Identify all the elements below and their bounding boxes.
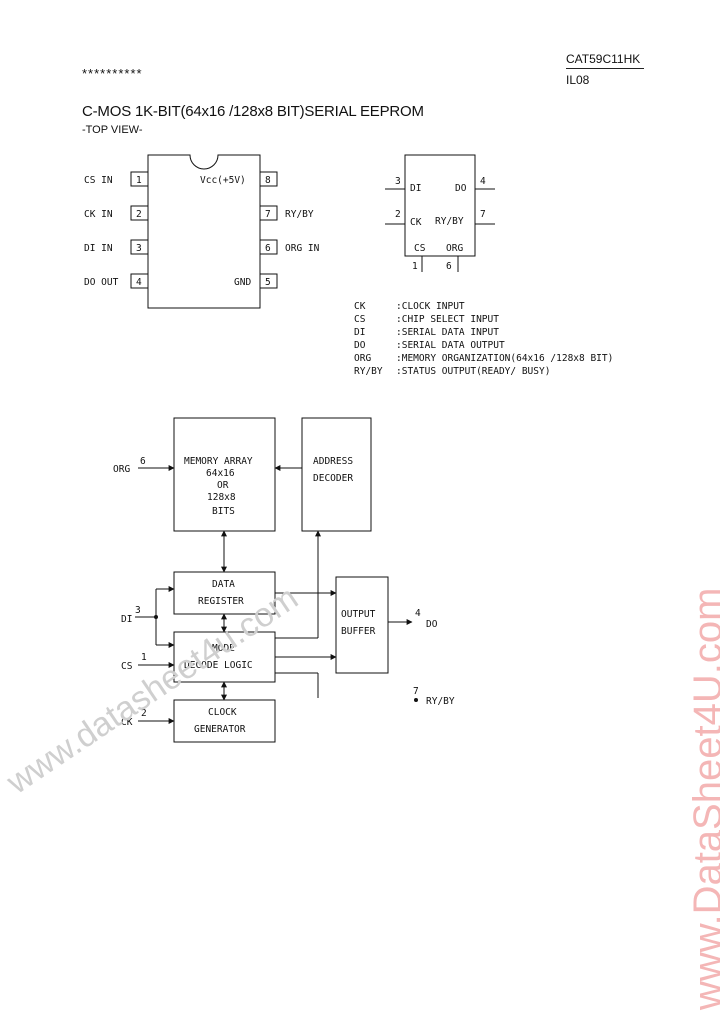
svg-text:ORG IN: ORG IN	[285, 243, 320, 254]
svg-text:OUTPUT: OUTPUT	[341, 609, 376, 620]
svg-text:RY/BY: RY/BY	[285, 209, 314, 220]
dip-right-pin-7: 7 RY/BY	[259, 205, 314, 221]
svg-text:5: 5	[265, 277, 271, 288]
svg-text:6: 6	[265, 243, 271, 254]
svg-text:6: 6	[446, 261, 452, 272]
svg-text:4: 4	[415, 608, 421, 619]
svg-text:DI IN: DI IN	[84, 243, 113, 254]
watermark-right: www.DataSheet4U.com	[686, 587, 720, 1010]
page-title: C-MOS 1K-BIT(64x16 /128x8 BIT)SERIAL EEP…	[82, 103, 424, 120]
svg-text:4: 4	[480, 176, 486, 187]
svg-text:3: 3	[136, 243, 142, 254]
part-number: CAT59C11HK	[566, 52, 641, 66]
legend-row-di: DI:SERIAL DATA INPUT	[354, 327, 499, 338]
svg-text:1: 1	[412, 261, 418, 272]
svg-text:4: 4	[136, 277, 142, 288]
svg-text:MEMORY ARRAY: MEMORY ARRAY	[184, 456, 253, 467]
legend-row-ryby: RY/BY:STATUS OUTPUT(READY/ BUSY)	[354, 366, 551, 377]
svg-text:2: 2	[136, 209, 142, 220]
stars-placeholder: **********	[82, 66, 143, 81]
legend-row-ck: CK:CLOCK INPUT	[354, 301, 465, 312]
dip-left-pin-4: 4 DO OUT	[84, 273, 149, 289]
svg-text:DECODER: DECODER	[313, 473, 353, 484]
svg-text:RY/BY: RY/BY	[426, 696, 455, 707]
dip-right-pin-5: 5 GND	[234, 273, 278, 289]
svg-text:DATA: DATA	[212, 579, 235, 590]
svg-text:CS IN: CS IN	[84, 175, 113, 186]
svg-text:DECODE LOGIC: DECODE LOGIC	[184, 660, 253, 671]
svg-text:GND: GND	[234, 277, 251, 288]
svg-text:7: 7	[480, 209, 486, 220]
svg-text:ORG: ORG	[446, 243, 463, 254]
svg-text:CK IN: CK IN	[84, 209, 113, 220]
svg-text:6: 6	[140, 456, 146, 467]
header-rule	[566, 68, 644, 69]
svg-text:2: 2	[141, 708, 147, 719]
legend-row-do: DO:SERIAL DATA OUTPUT	[354, 340, 505, 351]
dip-left-pin-1: 1 CS IN	[84, 171, 149, 187]
svg-text:8: 8	[265, 175, 271, 186]
doc-code: IL08	[566, 73, 590, 87]
svg-text:DO: DO	[426, 619, 438, 630]
svg-text:BUFFER: BUFFER	[341, 626, 376, 637]
svg-text:CK: CK	[121, 717, 133, 728]
svg-text:128x8: 128x8	[207, 492, 236, 503]
dip-package: 1 CS IN 2 CK IN 3 DI IN 4 DO OUT 8 Vcc(+…	[84, 154, 320, 309]
svg-text:ADDRESS: ADDRESS	[313, 456, 353, 467]
svg-text:MODE: MODE	[212, 643, 235, 654]
output-buffer-block	[335, 576, 389, 674]
svg-text:1: 1	[141, 652, 147, 663]
svg-text:GENERATOR: GENERATOR	[194, 724, 246, 735]
svg-text:Vcc(+5V): Vcc(+5V)	[200, 175, 246, 186]
svg-text:REGISTER: REGISTER	[198, 596, 244, 607]
svg-text:DO: DO	[455, 183, 467, 194]
svg-text:7: 7	[413, 686, 419, 697]
legend-row-org: ORG:MEMORY ORGANIZATION(64x16 /128x8 BIT…	[354, 353, 614, 364]
dip-left-pin-3: 3 DI IN	[84, 239, 149, 255]
svg-text:64x16: 64x16	[206, 468, 235, 479]
svg-text:DI: DI	[121, 614, 132, 625]
svg-text:2: 2	[395, 209, 401, 220]
top-view-label: -TOP VIEW-	[82, 124, 143, 136]
svg-text:DI: DI	[410, 183, 421, 194]
svg-text:1: 1	[136, 175, 142, 186]
svg-text:BITS: BITS	[212, 506, 235, 517]
dip-right-pin-6: 6 ORG IN	[259, 239, 320, 255]
svg-text:DO OUT: DO OUT	[84, 277, 119, 288]
svg-text:CK: CK	[410, 217, 422, 228]
svg-text:7: 7	[265, 209, 271, 220]
address-decoder-block	[301, 417, 372, 532]
svg-text:RY/BY: RY/BY	[435, 216, 464, 227]
svg-text:CS: CS	[414, 243, 426, 254]
svg-text:3: 3	[135, 605, 141, 616]
dip-right-pin-8: 8 Vcc(+5V)	[200, 171, 278, 187]
flat-package: DI CK DO RY/BY CS ORG 3 2 4 7 1 6	[385, 154, 495, 272]
legend-row-cs: CS:CHIP SELECT INPUT	[354, 314, 499, 325]
svg-text:CS: CS	[121, 661, 133, 672]
svg-text:ORG: ORG	[113, 464, 130, 475]
dip-left-pin-2: 2 CK IN	[84, 205, 149, 221]
svg-text:3: 3	[395, 176, 401, 187]
svg-text:CLOCK: CLOCK	[208, 707, 237, 718]
svg-text:OR: OR	[217, 480, 229, 491]
block-diagram: MEMORY ARRAY 64x16 OR 128x8 BITS ADDRESS…	[113, 417, 455, 743]
